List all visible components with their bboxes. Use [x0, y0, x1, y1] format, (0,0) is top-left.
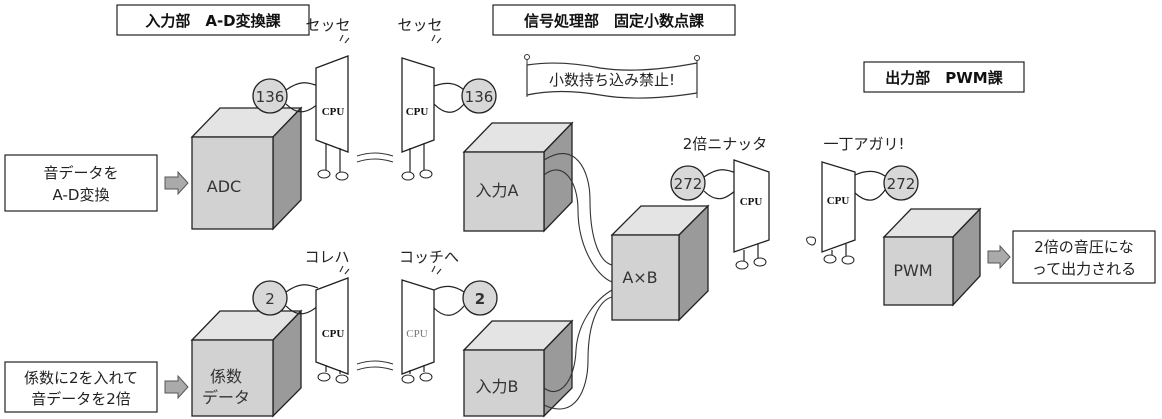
arrow-coef-to-data	[164, 374, 189, 400]
input-coef-box: 係数に2を入れて 音データを2倍	[4, 361, 158, 413]
cpu-label-out-left: CPU	[740, 196, 763, 208]
motion-lines-top	[356, 152, 394, 163]
header-signal-text: 信号処理部 固定小数点課	[524, 12, 705, 30]
ball-out-left-value: 272	[674, 175, 703, 193]
header-signal-section: 信号処理部 固定小数点課	[492, 4, 736, 36]
output-line1: 2倍の音圧にな	[1034, 238, 1134, 256]
data-ball-out-left	[670, 165, 706, 201]
cpu-character-top-left: 136 CPU	[252, 55, 349, 181]
sweat-marks	[339, 34, 442, 275]
block-multiply-label: A×B	[622, 268, 657, 287]
cpu-character-top-right: CPU 136	[401, 57, 497, 181]
cpu-character-bottom-left: 2 CPU	[252, 277, 349, 384]
block-input-a-label: 入力A	[476, 181, 519, 200]
ball-top-left-value: 136	[256, 88, 285, 106]
block-adc: ADC	[190, 106, 303, 231]
speech-kocchihe: コッチへ	[399, 248, 459, 266]
speech-2bai: 2倍ニナッタ	[683, 135, 768, 153]
speech-koreha: コレハ	[304, 248, 349, 266]
input-coef-line2: 音データを2倍	[31, 390, 131, 408]
puff-icon	[806, 236, 816, 246]
block-adc-label: ADC	[207, 177, 241, 196]
block-input-b-label: 入力B	[476, 377, 519, 396]
ball-bottom-left-value: 2	[265, 290, 275, 308]
data-ball-out-right	[883, 165, 919, 201]
block-coef-data: 係数 データ	[190, 309, 303, 418]
arrow-sound-to-adc	[164, 170, 189, 196]
cpu-label-bottom-right: CPU	[406, 328, 427, 340]
cpu-character-bottom-right: CPU 2	[401, 279, 498, 384]
arrow-pwm-to-output	[987, 244, 1011, 270]
cpu-label-out-right: CPU	[827, 195, 850, 207]
block-input-a: 入力A	[462, 121, 574, 233]
block-pwm-label: PWM	[893, 261, 932, 280]
cpu-character-output-left: 272 CPU	[670, 159, 770, 270]
motion-lines-bottom	[356, 360, 394, 371]
cpu-character-output-right: CPU 272	[806, 161, 919, 265]
input-sound-box: 音データを A-D変換	[4, 154, 158, 212]
input-coef-line1: 係数に2を入れて	[24, 369, 138, 387]
header-output-text: 出力部 PWM課	[885, 69, 1003, 87]
input-sound-line1: 音データを	[43, 164, 118, 182]
ball-out-right-value: 272	[887, 175, 916, 193]
ball-top-right-value: 136	[465, 88, 494, 106]
data-ball-bottom-left	[252, 280, 288, 316]
block-coef-label-1: 係数	[210, 367, 242, 386]
header-input-section: 入力部 A-D変換課	[116, 4, 310, 36]
block-input-b: 入力B	[462, 319, 574, 418]
block-coef-label-2: データ	[202, 388, 250, 407]
data-ball-bottom-right	[462, 280, 498, 316]
output-line2: って出力される	[1032, 260, 1136, 278]
data-ball-top-left	[252, 78, 288, 114]
banner-text: 小数持ち込み禁止!	[549, 71, 675, 89]
header-input-text: 入力部 A-D変換課	[145, 12, 281, 30]
output-result-box: 2倍の音圧にな って出力される	[1012, 230, 1156, 284]
ball-bottom-right-value: 2	[475, 290, 485, 308]
block-pwm: PWM	[882, 207, 982, 307]
speech-sesse-1: セッセ	[305, 16, 350, 34]
cpu-label-top-right: CPU	[406, 106, 429, 118]
data-ball-top-right	[461, 78, 497, 114]
speech-sesse-2: セッセ	[397, 16, 442, 34]
cpu-label-top-left: CPU	[322, 106, 345, 118]
header-output-section: 出力部 PWM課	[863, 61, 1025, 93]
wire-input-a-to-mul	[543, 153, 613, 283]
block-multiply: A×B	[610, 204, 710, 322]
banner-no-decimals: 小数持ち込み禁止!	[524, 54, 700, 99]
input-sound-line2: A-D変換	[53, 186, 110, 204]
wire-input-b-to-mul	[543, 289, 613, 410]
cpu-label-bottom-left: CPU	[322, 328, 345, 340]
speech-icchou: 一丁アガリ!	[823, 135, 904, 153]
